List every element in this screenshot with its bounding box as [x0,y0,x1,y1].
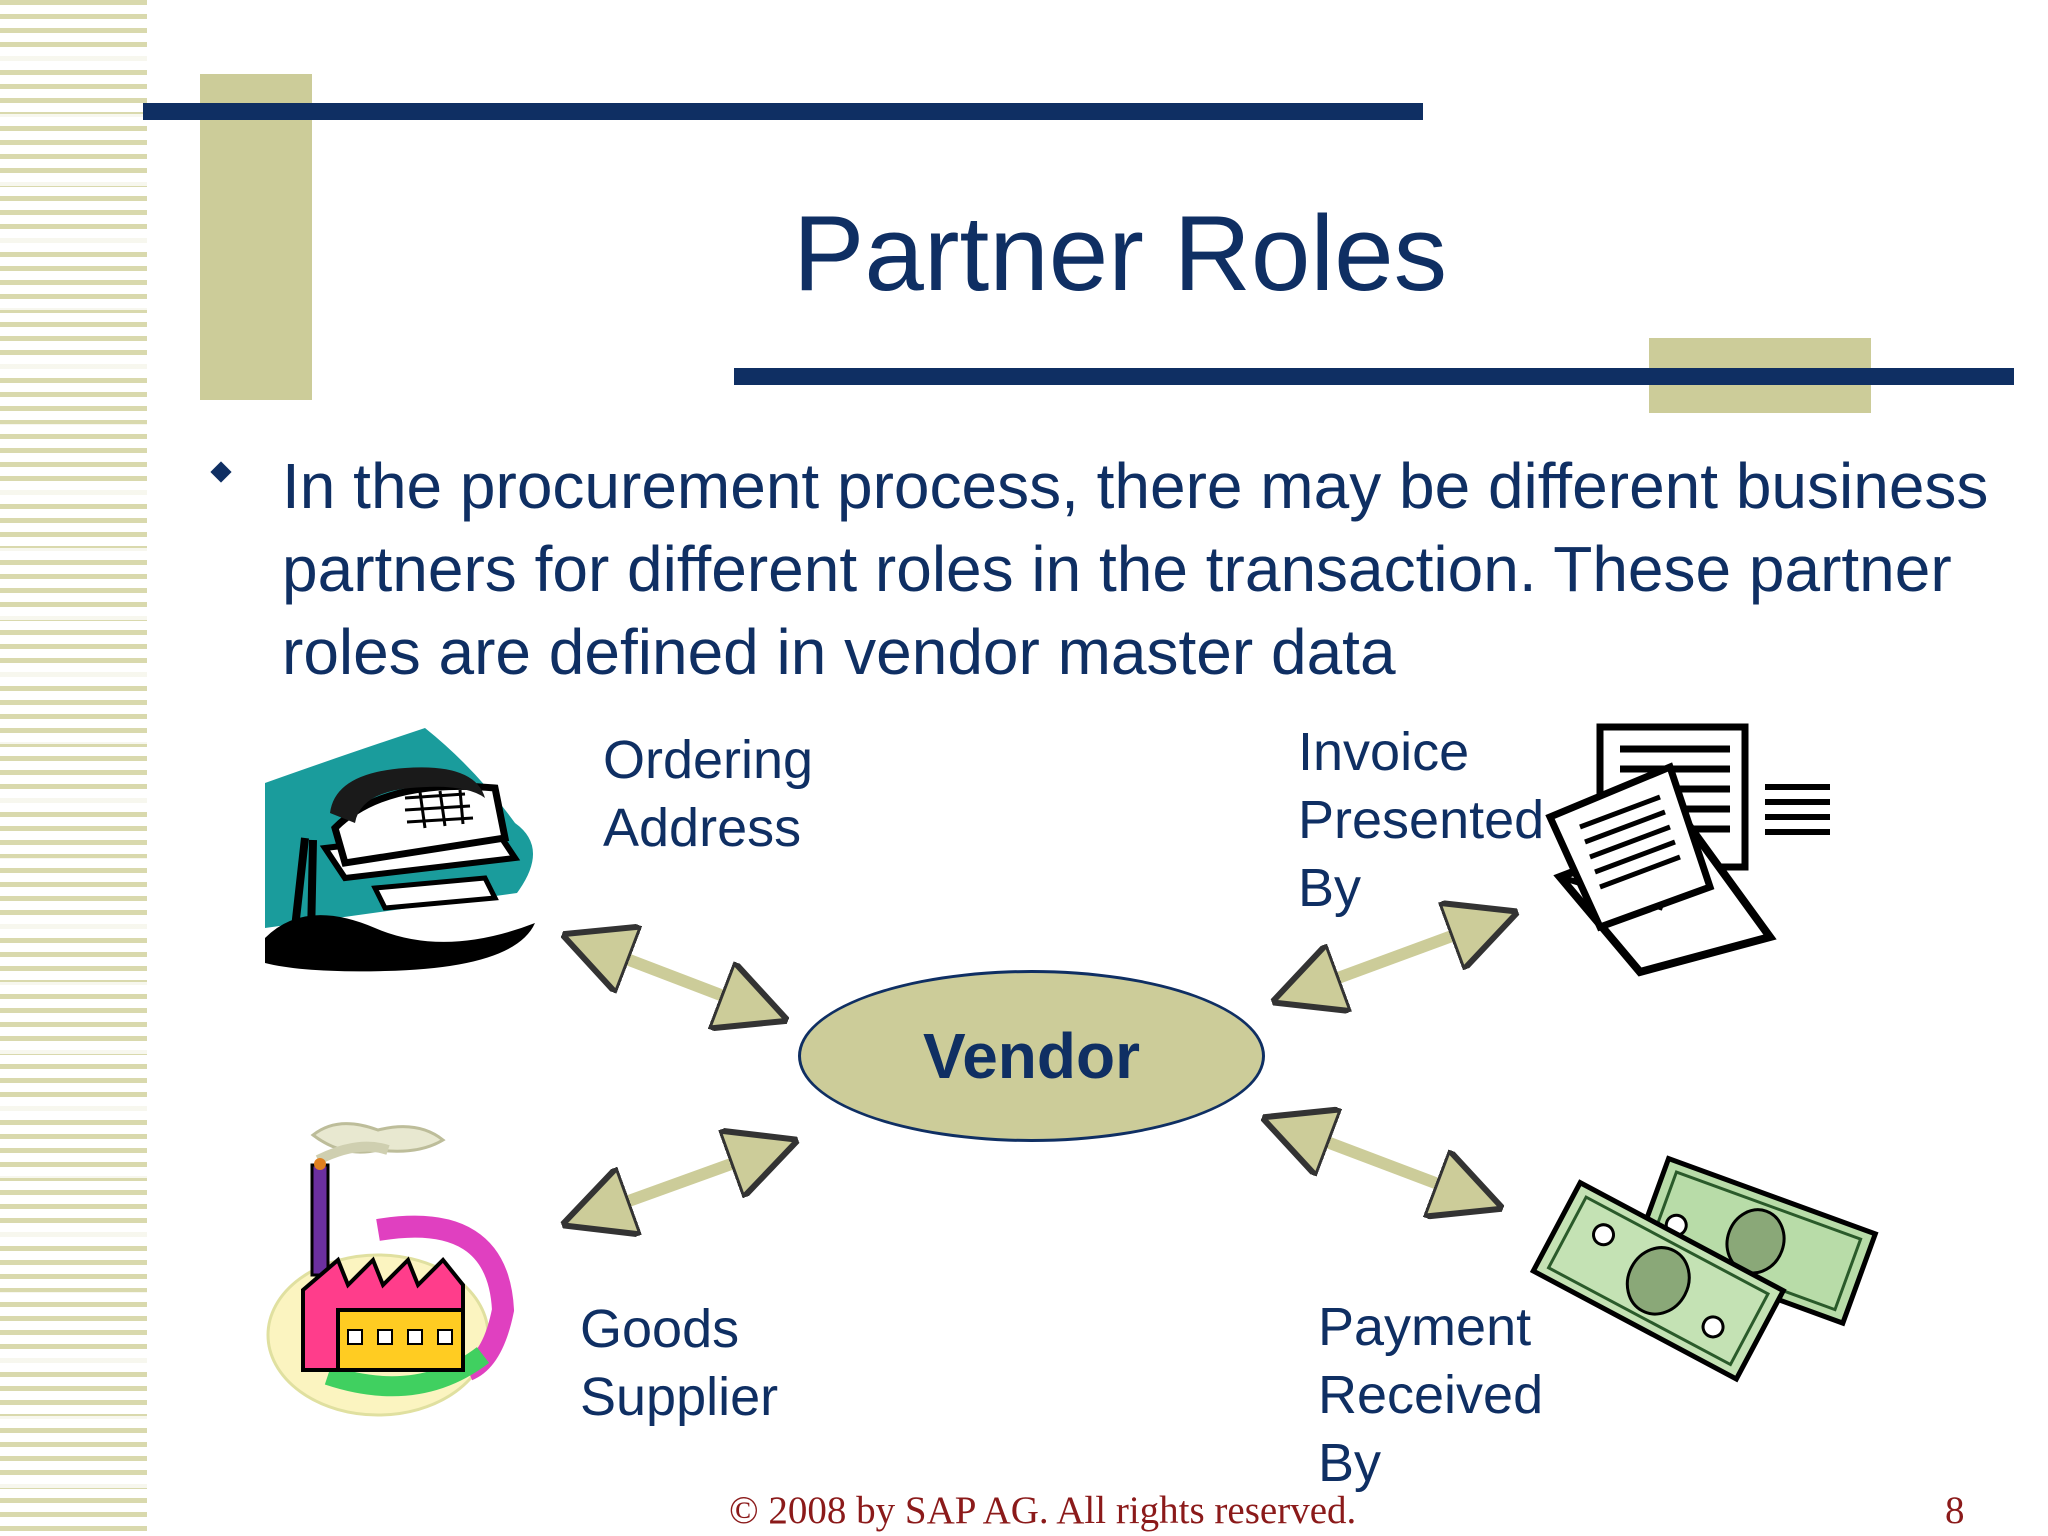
invoice-envelope-icon [1545,723,1830,977]
role-label-invoice-presented-by: Invoice Presented By [1298,722,1545,918]
accent-block-top-left [200,74,312,400]
role-label-ordering-address: Ordering Address [603,730,814,858]
copyright-footer: © 2008 by SAP AG. All rights reserved. [729,1489,1357,1532]
arrow-payment-received-by [1290,1128,1475,1198]
role-label-goods-supplier: Goods Supplier [580,1299,779,1427]
arrow-goods-supplier [590,1150,770,1215]
arrow-ordering-address [590,945,760,1010]
title-rule-bottom [734,368,2014,385]
vendor-node: Vendor [798,970,1265,1142]
arrow-invoice-presented-by [1300,922,1490,992]
factory-icon [266,1122,515,1417]
telephone-icon [265,728,535,972]
title-rule-top [143,103,1423,120]
role-label-payment-received-by: Payment Received By [1318,1297,1544,1493]
slide-title: Partner Roles [793,193,1448,313]
left-stripe-decoration [0,0,147,1536]
bullet-text: In the procurement process, there may be… [282,450,1989,688]
money-icon [1529,1155,1879,1383]
page-number: 8 [1945,1489,1965,1532]
